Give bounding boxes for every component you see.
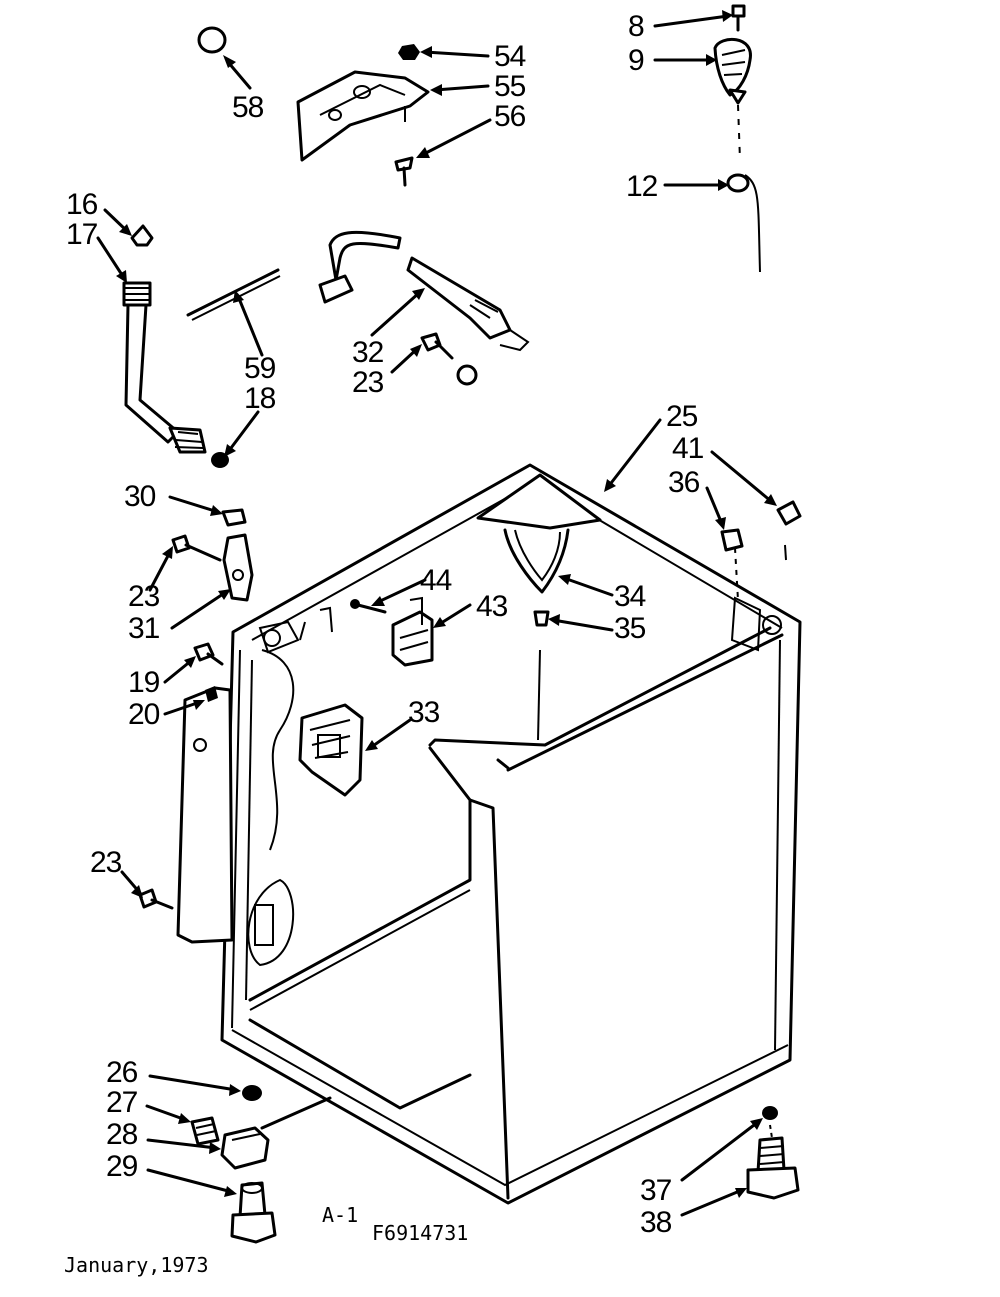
guide-line-36	[734, 547, 739, 601]
figure-id: A-1	[322, 1203, 358, 1227]
part-31-bracket	[222, 533, 254, 602]
callout-27: 27	[106, 1086, 138, 1119]
guide-line-41	[784, 544, 787, 561]
part-19-screw	[193, 642, 224, 666]
callout-12: 12	[626, 170, 658, 203]
part-12-ring	[726, 104, 761, 273]
callout-25: 25	[666, 400, 698, 433]
part-23-screw-lower	[138, 888, 174, 910]
part-28-bracket	[220, 1126, 270, 1170]
part-8-screw	[731, 4, 746, 32]
callout-labels: 58 54 55 56 8 9 12 16 17 59 18 32 23 25 …	[66, 10, 705, 1239]
callout-23-lower: 23	[90, 846, 122, 879]
part-29-leg	[230, 1181, 277, 1244]
part-35-pin	[533, 610, 550, 627]
part-23-screw-top	[420, 332, 478, 386]
callout-38: 38	[640, 1206, 672, 1239]
callout-54: 54	[494, 40, 526, 73]
callout-23-left: 23	[128, 580, 160, 613]
callout-19: 19	[128, 666, 160, 699]
callout-29: 29	[106, 1150, 138, 1183]
callout-16: 16	[66, 188, 98, 221]
callout-18: 18	[244, 382, 276, 415]
leader-lines	[96, 10, 777, 1217]
part-56-screw	[394, 156, 414, 187]
part-55-hinge-bracket	[296, 70, 430, 162]
callout-32: 32	[352, 336, 384, 369]
callout-36: 36	[668, 466, 700, 499]
part-36-nut	[720, 528, 744, 552]
callout-17: 17	[66, 218, 98, 251]
cabinet	[220, 463, 802, 1205]
part-16-cap	[130, 224, 154, 247]
part-17-fitting-hose	[122, 281, 207, 454]
part-37-nut	[762, 1106, 778, 1120]
callout-35: 35	[614, 612, 646, 645]
callout-34: 34	[614, 580, 646, 613]
part-38-leg	[746, 1124, 800, 1200]
callout-56: 56	[494, 100, 526, 133]
callout-59: 59	[244, 352, 276, 385]
callout-55: 55	[494, 70, 526, 103]
callout-37: 37	[640, 1174, 672, 1207]
part-23-screw-left	[171, 534, 222, 562]
part-58-plug	[197, 26, 227, 54]
part-59-rod	[186, 268, 281, 321]
callout-26: 26	[106, 1056, 138, 1089]
part-41-clip	[776, 500, 802, 526]
part-32-valve-hose	[318, 230, 530, 352]
part-27-spring	[190, 1116, 220, 1146]
callout-33: 33	[408, 696, 440, 729]
callout-30: 30	[124, 480, 156, 513]
callout-58: 58	[232, 91, 264, 124]
callout-41: 41	[672, 432, 704, 465]
date-stamp: January,1973	[64, 1253, 209, 1277]
part-34-strap	[503, 528, 570, 594]
callout-8: 8	[628, 10, 644, 43]
callout-31: 31	[128, 612, 160, 645]
part-43-switch	[391, 596, 434, 667]
part-code: F6914731	[372, 1221, 468, 1245]
part-44-pin	[350, 599, 387, 614]
part-33-timer	[298, 703, 364, 797]
callout-43: 43	[476, 590, 508, 623]
part-26-nut	[242, 1085, 262, 1101]
part-54-nut	[398, 44, 420, 60]
callout-44: 44	[420, 564, 452, 597]
callout-20: 20	[128, 698, 160, 731]
callout-23-top: 23	[352, 366, 384, 399]
part-20-panel	[176, 686, 234, 944]
part-30-clip	[221, 508, 247, 527]
part-9-clamp	[713, 37, 752, 105]
callout-9: 9	[628, 44, 644, 77]
callout-28: 28	[106, 1118, 138, 1151]
